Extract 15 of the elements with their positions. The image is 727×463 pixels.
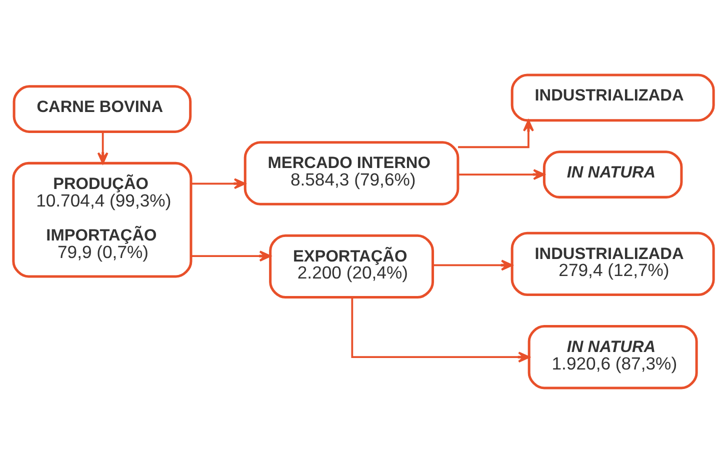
arrow xyxy=(191,178,246,190)
arrow xyxy=(458,169,545,180)
arrow xyxy=(191,250,272,262)
node-box: EXPORTAÇÃO 2.200 (20,4%) xyxy=(269,234,434,299)
arrow xyxy=(458,120,534,148)
arrow xyxy=(97,132,108,164)
node-box: INDUSTRIALIZADA xyxy=(510,74,715,122)
node-box: IN NATURA 1.920,6 (87,3%) xyxy=(528,325,698,390)
arrow xyxy=(351,298,530,363)
node-box: PRODUÇÃO 10.704,4 (99,3%) IMPORTAÇÃO 79,9 (0,7%) xyxy=(12,162,192,278)
node-box: INDUSTRIALIZADA 279,4 (12,7%) xyxy=(510,232,715,296)
node-box: IN NATURA xyxy=(542,150,683,198)
arrow xyxy=(432,260,513,271)
node-box: MERCADO INTERNO 8.584,3 (79,6%) xyxy=(244,141,460,206)
node-box: CARNE BOVINA xyxy=(12,85,192,133)
